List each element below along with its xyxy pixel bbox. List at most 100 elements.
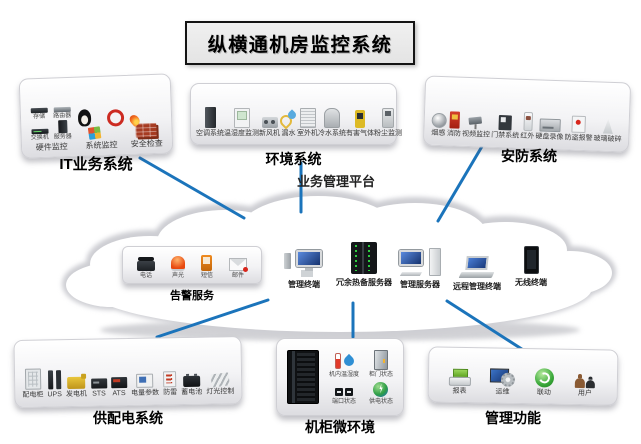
outdoor-unit-icon: [299, 108, 316, 128]
item-label: 漏水: [281, 130, 296, 137]
glass-break-icon: [602, 119, 615, 134]
env-item: 温湿度监测: [224, 108, 259, 137]
security-check-label: 安全检查: [130, 138, 163, 149]
alarm-services-platform: 电话 声光 短信 邮件: [122, 246, 262, 284]
air-conditioner-icon: [204, 107, 216, 128]
item-label: 电量参数: [131, 389, 160, 397]
security-group-title: 安防系统: [501, 148, 557, 164]
remote-terminal: 远程管理终端: [442, 234, 512, 292]
alarm-item: 邮件: [228, 258, 248, 279]
power-meter-icon: [136, 373, 154, 388]
storage-icon: [30, 107, 48, 114]
mgmt-item: 用户: [573, 371, 597, 397]
water-leak-icon: [280, 111, 297, 128]
cabinet-item: 柜门状态: [369, 349, 393, 378]
mgmt-item: 运维: [490, 368, 515, 396]
item-label: 灯光控制: [206, 388, 235, 396]
power-item: 灯光控制: [206, 372, 235, 396]
mgmt-item: 联动: [534, 368, 554, 396]
item-label: 路由器: [53, 112, 72, 120]
infrared-icon: [522, 111, 533, 132]
cabinet-item: 供电状态: [368, 381, 393, 405]
security-item: 烟感: [431, 112, 447, 138]
item-label: 短信: [200, 273, 213, 279]
item-label: 新风机: [259, 130, 280, 137]
redundant-server: 冗余热备服务器: [329, 230, 399, 288]
alarm-item: 短信: [201, 255, 213, 279]
item-label: 室外机: [297, 130, 318, 137]
battery-icon: [182, 375, 201, 388]
connector-it: [138, 156, 246, 220]
lightning-protection-icon: [163, 371, 177, 388]
device-label: 管理服务器: [400, 280, 440, 289]
item-label: 声光: [171, 273, 184, 279]
item-label: 供电状态: [368, 398, 393, 405]
router-icon: [53, 106, 71, 113]
security-item: 防盗报警: [564, 115, 593, 142]
environment-platform: 空调系统 温湿度监测 新风机 漏水 室外机 冷水系统 有害气体 粉尘监测: [190, 83, 402, 145]
smartphone-icon: [523, 246, 539, 274]
linux-icon: [77, 109, 91, 127]
cabinet-item: 端口状态: [331, 387, 356, 405]
security-platform: 烟感 消防 视频监控 门禁系统 红外 硬盘录像 防盗报警 玻璃破碎: [422, 75, 632, 153]
power-status-icon: [373, 381, 389, 397]
item-label: ATS: [112, 390, 126, 398]
laptop-icon: [459, 256, 495, 278]
access-control-icon: [498, 115, 513, 131]
item-label: 玻璃破碎: [593, 135, 622, 144]
env-group-title: 环境系统: [265, 151, 322, 167]
device-label: 无线终端: [515, 278, 547, 287]
item-label: 粉尘监测: [374, 130, 402, 137]
security-check-group: 安全检查: [130, 122, 163, 149]
env-item: 室外机: [297, 108, 318, 137]
power-item: 发电机: [66, 376, 87, 398]
cabinet-group-title: 机柜微环境: [305, 419, 375, 435]
redundant-server-icon: [351, 242, 377, 274]
security-item: 红外: [520, 111, 535, 141]
switch-icon: [31, 128, 49, 135]
windows-icon: [87, 126, 101, 140]
cabinet-door-icon: [373, 349, 388, 370]
connector-security: [436, 141, 486, 223]
power-item: 配电柜: [22, 368, 43, 399]
item-label: 邮件: [231, 273, 244, 279]
temp-humidity-icon: [233, 108, 250, 128]
power-item: 蓄电池: [181, 375, 203, 397]
management-terminal-icon: [284, 250, 324, 276]
server-item: 服务器: [53, 120, 72, 140]
mgmt-group-title: 管理功能: [485, 410, 541, 426]
connector-mgmt: [445, 299, 533, 357]
router-item: 路由器: [53, 106, 72, 120]
env-item: 有害气体: [346, 110, 374, 137]
server-rack-icon: [286, 350, 319, 404]
item-label: 防盗报警: [564, 134, 593, 143]
alarm-item: 声光: [170, 256, 185, 279]
device-label: 管理终端: [288, 280, 320, 289]
management-server-icon: [399, 248, 441, 276]
dust-monitor-icon: [382, 108, 394, 128]
switch-item: 交换机: [31, 128, 49, 141]
item-label: 视频监控: [461, 130, 491, 139]
wireless-terminal: 无线终端: [496, 230, 566, 288]
security-item: 视频监控: [462, 117, 491, 139]
power-item: STS: [90, 378, 107, 398]
item-label: 防雷: [163, 389, 178, 397]
power-item: UPS: [47, 370, 62, 398]
power-platform: 配电柜 UPS 发电机 STS ATS 电量参数 防雷 蓄电池 灯光控制: [13, 336, 243, 408]
alarm-item: 电话: [136, 257, 155, 279]
item-label: 红外: [520, 132, 535, 141]
power-item: 电量参数: [131, 373, 160, 397]
item-label: 端口状态: [331, 398, 356, 405]
it-business-platform: 存储 路由器 交换机 服务器 硬件监控 系统监控 安全检查: [18, 73, 174, 159]
email-icon: [228, 258, 248, 272]
management-platform: 报表 运维 联动 用户: [427, 346, 619, 406]
cabinet-temp-humidity-icon: [334, 352, 354, 370]
item-label: 蓄电池: [181, 388, 203, 397]
siren-icon: [170, 256, 185, 271]
power-item: 防雷: [163, 371, 177, 396]
item-label: 有害气体: [346, 130, 374, 137]
hardware-monitor-label: 硬件监控: [35, 142, 68, 153]
item-label: 报表: [452, 387, 467, 396]
printer-icon: [449, 369, 471, 386]
env-item: 粉尘监测: [374, 108, 402, 137]
